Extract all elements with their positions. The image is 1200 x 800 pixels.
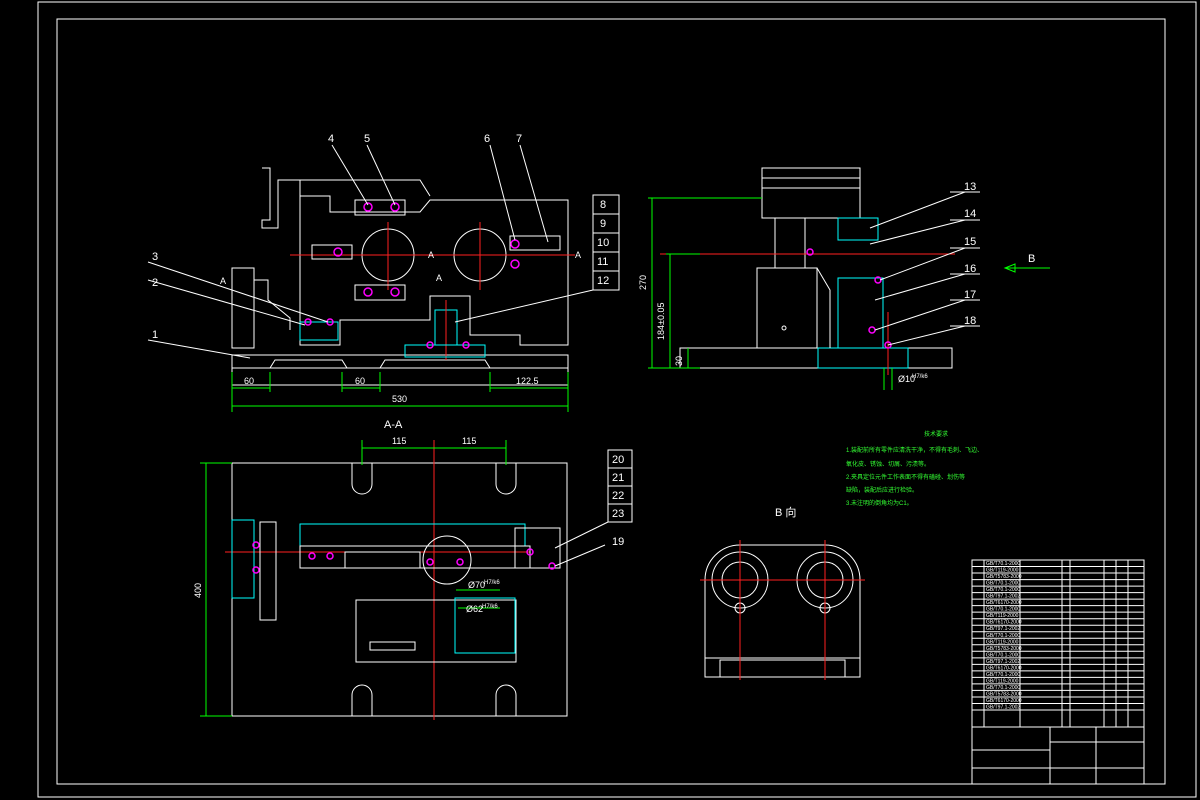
title-block-row-text: GB/T70.1-2000 [986, 685, 1020, 691]
balloon-4: 4 [328, 133, 334, 145]
dim-530: 530 [392, 394, 407, 404]
balloon-6: 6 [484, 133, 490, 145]
section-mark-a-right: A [575, 250, 581, 260]
front-view: 60 60 122.5 530 A A A A 1 2 3 4 5 6 7 8 … [147, 133, 620, 412]
technical-notes: 技术要求 1.装配前所有零件应清洗干净，不得有毛刺、飞边、 氧化皮、锈蚀、切屑、… [846, 430, 983, 507]
title-block-row-text: GB/T97.1-2002 [986, 626, 1020, 632]
balloon-15: 15 [964, 236, 976, 248]
balloon-5: 5 [364, 133, 370, 145]
title-block-row-text: GB/T70.1-2000 [986, 607, 1020, 613]
dim-400: 400 [193, 583, 203, 598]
title-block-row-text: GB/T119-2000 [986, 568, 1019, 574]
view-b: B 向 [700, 505, 865, 680]
title-block-row-text: GB/T5783-2000 [986, 691, 1022, 697]
title-block-row-text: GB/T119-2000 [986, 613, 1019, 619]
section-mark-a-center: A [428, 250, 434, 260]
title-block-row-text: GB/T119-2000 [986, 678, 1019, 684]
balloon-3: 3 [152, 251, 158, 263]
note-line-3: 2.夹具定位元件工作表面不得有磕碰、划伤等 [846, 473, 965, 481]
balloon-9: 9 [600, 218, 606, 230]
dia-70-fit: H7/k6 [484, 580, 500, 586]
left-stop [231, 267, 255, 349]
dia-62-fit: H7/k6 [482, 604, 498, 610]
balloon-1: 1 [152, 329, 158, 341]
title-block-row-text: GB/T5783-2000 [986, 574, 1022, 580]
balloon-20: 20 [612, 454, 624, 466]
balloon-17: 17 [964, 289, 976, 301]
title-block-row-text: GB/T97.1-2002 [986, 659, 1020, 665]
title-block-rows: GB/T70.1-2000GB/T119-2000GB/T5783-2000GB… [972, 561, 1144, 711]
view-b-title: B 向 [775, 505, 796, 519]
title-block-row-text: GB/T70.1-2000 [986, 587, 1020, 593]
dim-122-5: 122.5 [516, 376, 539, 386]
title-block-row-text: GB/T6170-2000 [986, 665, 1022, 671]
title-block-row-text: GB/T70.1-2000 [986, 581, 1020, 587]
title-block-row-text: GB/T6170-2000 [986, 620, 1022, 626]
note-line-1: 1.装配前所有零件应清洗干净，不得有毛刺、飞边、 [846, 446, 983, 454]
dim-184-5: 184±0.05 [656, 303, 666, 340]
balloon-16: 16 [964, 263, 976, 275]
title-block-row-text: GB/T70.1-2000 [986, 672, 1020, 678]
balloon-12: 12 [597, 275, 609, 287]
balloon-8: 8 [600, 199, 606, 211]
notes-title: 技术要求 [924, 430, 948, 438]
balloon-23: 23 [612, 508, 624, 520]
dia-62: Ø62 [466, 604, 483, 614]
title-block-row-text: GB/T119-2000 [986, 639, 1019, 645]
title-block-row-text: GB/T5783-2000 [986, 646, 1022, 652]
balloon-19: 19 [612, 536, 624, 548]
balloon-18: 18 [964, 315, 976, 327]
title-block-row-text: GB/T97.1-2002 [986, 594, 1020, 600]
inner-border [56, 18, 1166, 785]
note-line-5: 3.未注明的倒角均为C1。 [846, 499, 913, 507]
title-block-row-text: GB/T70.1-2000 [986, 652, 1020, 658]
dim-dia-10: Ø10 [898, 374, 915, 384]
balloon-7: 7 [516, 133, 522, 145]
dim-30: 30 [674, 356, 684, 366]
outer-border [37, 1, 1197, 798]
balloon-22: 22 [612, 490, 624, 502]
section-view: A-A 115 115 [193, 419, 633, 720]
dim-115-left: 115 [392, 436, 406, 446]
dim-115-right: 115 [462, 436, 476, 446]
section-mark-a-left: A [220, 276, 226, 286]
balloon-11: 11 [597, 256, 608, 268]
balloon-13: 13 [964, 181, 976, 193]
dim-270: 270 [638, 275, 648, 290]
title-block-row-text: GB/T97.1-2002 [986, 705, 1020, 711]
dim-60-left: 60 [244, 376, 254, 386]
balloon-10: 10 [597, 237, 609, 249]
dim-60-mid: 60 [355, 376, 365, 386]
dim-dia-10-fit: H7/k6 [912, 374, 928, 380]
note-line-2: 氧化皮、锈蚀、切屑、污渍等。 [846, 460, 930, 468]
title-block-row-text: GB/T6170-2000 [986, 600, 1022, 606]
title-block-row-text: GB/T6170-2000 [986, 698, 1022, 704]
workpiece-outline [299, 195, 569, 346]
title-block-row-text: GB/T70.1-2000 [986, 561, 1020, 567]
dia-70: Ø70 [468, 580, 485, 590]
section-title: A-A [384, 419, 403, 431]
balloon-21: 21 [612, 472, 624, 484]
note-line-4: 缺陷，装配后应进行检验。 [846, 486, 918, 494]
balloon-2: 2 [152, 277, 158, 289]
title-block: GB/T70.1-2000GB/T119-2000GB/T5783-2000GB… [971, 559, 1145, 785]
base-plate [231, 354, 569, 386]
balloon-14: 14 [964, 208, 976, 220]
side-view: 270 184±0.05 30 Ø10 H7/k6 B 13 14 15 16 … [638, 167, 1050, 390]
title-block-row-text: GB/T70.1-2000 [986, 633, 1020, 639]
view-arrow-b: B [1028, 253, 1035, 265]
section-mark-a-lower: A [436, 273, 442, 283]
